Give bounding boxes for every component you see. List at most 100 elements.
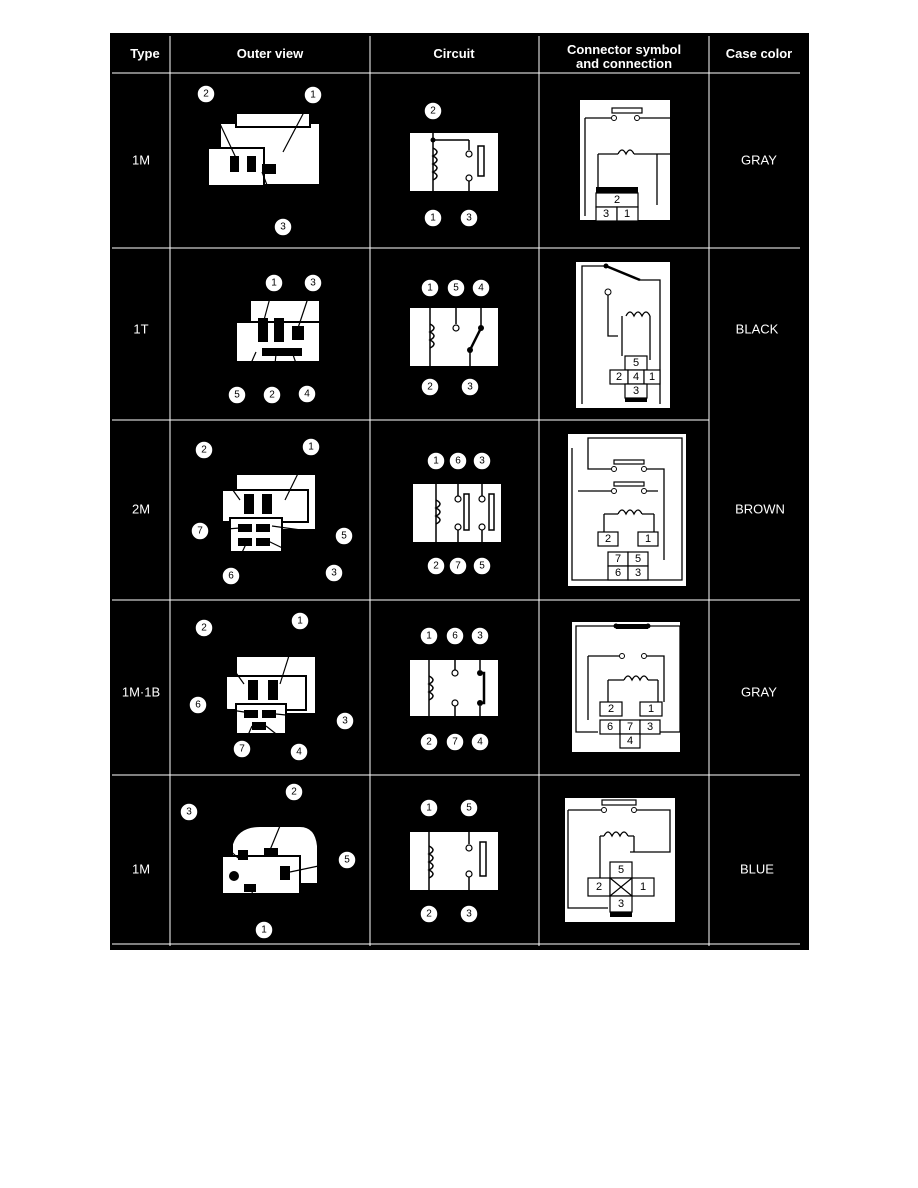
circuit-terminal-label: 3 [467,382,473,393]
connector-pin-label: 2 [605,533,611,545]
circuit-terminal: 3 [470,626,490,646]
row1-connector: 2 3 1 [580,100,677,222]
row3-outer-view: 2 1 7 5 6 3 [190,437,354,586]
outer-callout: 1 [254,920,274,940]
header-type: Type [130,46,159,61]
row5-type: 1M [132,861,150,876]
outer-callout: 7 [232,739,252,759]
connector-pin-label: 2 [614,194,620,206]
outer-callout: 2 [262,385,282,405]
connector-pin-label: 4 [633,371,639,383]
outer-callout-label: 1 [271,278,277,289]
connector-pin-label: 5 [635,553,641,565]
circuit-terminal-label: 1 [426,631,432,642]
connector-pin-label: 2 [596,881,602,893]
outer-callout-label: 1 [297,616,303,627]
circuit-terminal-label: 1 [427,283,433,294]
row1-outer-view: 2 1 3 [196,84,323,237]
outer-callout: 5 [334,526,354,546]
circuit-terminal: 3 [472,451,492,471]
circuit-terminal-label: 1 [433,456,439,467]
circuit-terminal-label: 4 [477,737,483,748]
row3-connector: 2 1 7 5 6 3 [568,434,686,586]
connector-pin-label: 3 [603,208,609,220]
row5-case-color: BLUE [740,861,774,876]
circuit-terminal-label: 6 [452,631,458,642]
circuit-terminal-label: 6 [455,456,461,467]
circuit-terminal: 6 [445,626,465,646]
circuit-terminal: 2 [423,101,443,121]
connector-pin-label: 7 [615,553,621,565]
circuit-terminal: 3 [459,904,479,924]
connector-pin-label: 3 [633,385,639,397]
outer-callout: 1 [303,85,323,105]
outer-callout-label: 5 [341,531,347,542]
outer-callout-label: 7 [197,526,203,537]
connector-pin-label: 6 [607,721,613,733]
circuit-terminal-label: 5 [466,803,472,814]
circuit-terminal-label: 2 [426,909,432,920]
outer-callout: 2 [194,440,214,460]
outer-callout: 3 [324,563,344,583]
outer-callout-label: 4 [304,389,310,400]
circuit-terminal-label: 2 [426,737,432,748]
connector-pin-label: 1 [648,703,654,715]
circuit-terminal: 7 [448,556,468,576]
outer-callout: 4 [289,742,309,762]
outer-callout-label: 3 [310,278,316,289]
circuit-terminal-label: 3 [479,456,485,467]
outer-callout-label: 3 [342,716,348,727]
circuit-terminal: 1 [426,451,446,471]
row2-circuit: 1 5 4 2 3 [410,278,498,397]
outer-callout: 6 [221,566,241,586]
outer-callout-label: 3 [280,222,286,233]
circuit-terminal: 1 [423,208,443,228]
circuit-terminal: 1 [420,278,440,298]
circuit-terminal: 5 [472,556,492,576]
row5-connector: 5 2 1 3 [565,798,675,922]
outer-callout-label: 6 [228,571,234,582]
connector-pin-label: 5 [618,864,624,876]
outer-callout-label: 5 [234,390,240,401]
table-grid [112,36,800,946]
connector-pin-label: 4 [627,735,633,747]
outer-callout-label: 2 [201,445,207,456]
outer-callout-label: 2 [201,623,207,634]
outer-callout: 4 [297,384,317,404]
circuit-terminal-label: 2 [427,382,433,393]
circuit-terminal: 7 [445,732,465,752]
circuit-terminal-label: 3 [466,909,472,920]
connector-pin-label: 1 [624,208,630,220]
header-outer-view: Outer view [237,46,304,61]
row3-type: 2M [132,501,150,516]
connector-pin-label: 5 [633,357,639,369]
outer-callout-label: 2 [203,89,209,100]
circuit-terminal: 5 [446,278,466,298]
outer-callout: 2 [196,84,216,104]
connector-pin-label: 1 [640,881,646,893]
outer-callout: 5 [227,385,247,405]
row4-case-color: GRAY [741,684,777,699]
row2-case-color: BLACK [736,321,779,336]
outer-callout: 3 [179,802,199,822]
row4-connector: 2 1 6 7 3 4 [572,622,681,752]
outer-callout: 1 [290,611,310,631]
connector-pin-label: 3 [635,567,641,579]
circuit-terminal-label: 3 [466,213,472,224]
outer-callout: 1 [264,273,284,293]
outer-callout-label: 6 [195,700,201,711]
circuit-terminal-label: 3 [477,631,483,642]
connector-pin-label: 6 [615,567,621,579]
row1-type: 1M [132,152,150,167]
outer-callout-label: 1 [308,442,314,453]
circuit-terminal: 4 [471,278,491,298]
row3-case-color: BROWN [735,501,785,516]
connector-pin-label: 1 [649,371,655,383]
outer-callout: 3 [335,711,355,731]
circuit-terminal: 6 [448,451,468,471]
connector-pin-label: 3 [618,898,624,910]
circuit-terminal: 2 [419,732,439,752]
outer-callout: 1 [301,437,321,457]
header-circuit: Circuit [433,46,475,61]
